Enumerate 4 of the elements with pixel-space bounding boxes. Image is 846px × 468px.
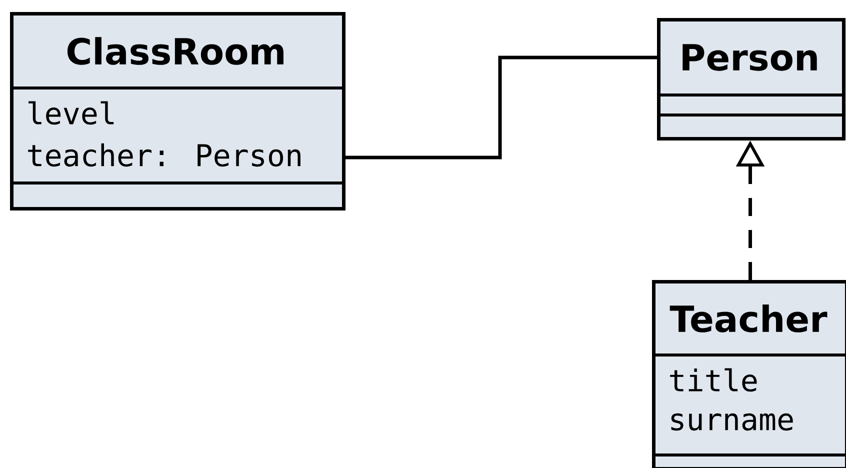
class-box: Person <box>657 18 846 140</box>
class-box: ClassRoom level teacher: Person <box>10 12 346 210</box>
association-line <box>346 56 657 160</box>
class-box: Teacher title surname <box>652 280 846 468</box>
